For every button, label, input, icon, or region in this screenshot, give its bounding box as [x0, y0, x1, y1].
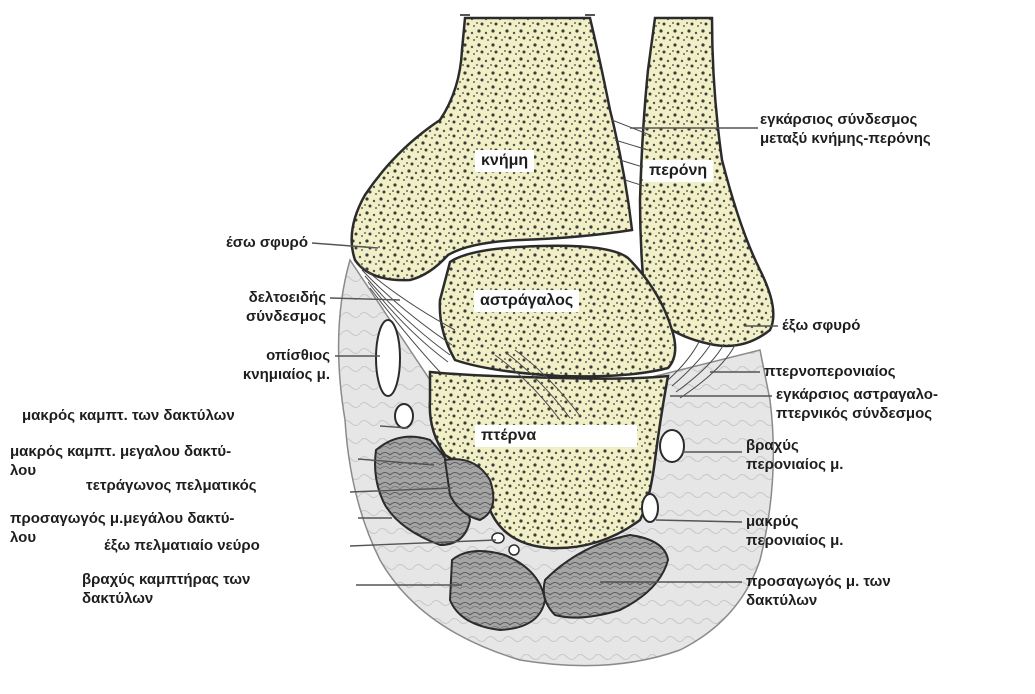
- peroneus-longus-label: μακρύς περονιαίος μ.: [746, 512, 843, 550]
- calcaneofibular-line-1: πτερνοπερονιαίος: [764, 362, 896, 381]
- talus-label: αστράγαλος: [474, 290, 579, 312]
- peroneus-longus-line-2: περονιαίος μ.: [746, 531, 843, 550]
- interosseous-ligament-line-2: μεταξύ κνήμης-περόνης: [760, 129, 931, 148]
- tibia-label: κνήμη: [475, 150, 534, 172]
- deltoid-ligament-line-2: σύνδεσμος: [120, 307, 326, 326]
- tibialis-posterior-tendon: [376, 320, 400, 396]
- calcaneofibular-label: πτερνοπερονιαίος: [764, 362, 896, 381]
- fdb-line-2: δακτύλων: [82, 589, 250, 608]
- deltoid-ligament-line-1: δελτοειδής: [120, 288, 326, 307]
- medial-malleolus-label: έσω σφυρό: [150, 233, 308, 252]
- peroneus-brevis-line-1: βραχύς: [746, 436, 843, 455]
- calcaneus-label: πτέρνα: [475, 425, 637, 447]
- fibula-label: περόνη: [643, 160, 713, 182]
- tibialis-posterior-line-2: κνημιαίος μ.: [120, 365, 330, 384]
- flexor-hallucis-longus-label: μακρός καμπτ. μεγαλου δακτύ- λου: [10, 442, 231, 480]
- medial-malleolus-line-1: έσω σφυρό: [150, 233, 308, 252]
- flexor-digitorum-longus-label: μακρός καμπτ. των δακτύλων: [22, 406, 235, 425]
- fhl-line-1: μακρός καμπτ. μεγαλου δακτύ-: [10, 442, 231, 461]
- interosseous-ligament-label: εγκάρσιος σύνδεσμος μεταξύ κνήμης-περόνη…: [760, 110, 931, 148]
- flexor-digitorum-brevis-label: βραχύς καμπτήρας των δακτύλων: [82, 570, 250, 608]
- peroneus-brevis-tendon: [660, 430, 684, 462]
- talocalcaneal-label: εγκάρσιος αστραγαλο- πτερνικός σύνδεσμος: [776, 385, 938, 423]
- leader-deltoid: [330, 298, 400, 300]
- abductor-hallucis-line-1: προσαγωγός μ.μεγάλου δακτύ-: [10, 509, 234, 528]
- abductor-digiti-line-1: προσαγωγός μ. των: [746, 572, 891, 591]
- lateral-plantar-nerve-line-1: έξω πελματιαίο νεύρο: [104, 536, 260, 555]
- peroneus-brevis-label: βραχύς περονιαίος μ.: [746, 436, 843, 474]
- peroneus-longus-line-1: μακρύς: [746, 512, 843, 531]
- quadratus-plantae-label: τετράγωνος πελματικός: [86, 476, 257, 495]
- fdb-line-1: βραχύς καμπτήρας των: [82, 570, 250, 589]
- talocalcaneal-line-1: εγκάρσιος αστραγαλο-: [776, 385, 938, 404]
- lateral-malleolus-line-1: έξω σφυρό: [782, 316, 860, 335]
- plantar-vessel: [509, 545, 519, 555]
- talocalcaneal-line-2: πτερνικός σύνδεσμος: [776, 404, 938, 423]
- fibula-bone: [640, 18, 773, 346]
- abductor-digiti-label: προσαγωγός μ. των δακτύλων: [746, 572, 891, 610]
- lateral-plantar-nerve-label: έξω πελματιαίο νεύρο: [104, 536, 260, 555]
- flexor-digitorum-longus-tendon: [395, 404, 413, 428]
- peroneus-longus-tendon: [642, 494, 658, 522]
- interosseous-ligament-line-1: εγκάρσιος σύνδεσμος: [760, 110, 931, 129]
- plantar-nerve-vessel: [492, 533, 504, 543]
- lateral-malleolus-label: έξω σφυρό: [782, 316, 860, 335]
- quadratus-plantae-line-1: τετράγωνος πελματικός: [86, 476, 257, 495]
- abductor-digiti-line-2: δακτύλων: [746, 591, 891, 610]
- fdl-line-1: μακρός καμπτ. των δακτύλων: [22, 406, 235, 425]
- deltoid-ligament-label: δελτοειδής σύνδεσμος: [120, 288, 326, 326]
- tibialis-posterior-label: οπίσθιος κνημιαίος μ.: [120, 346, 330, 384]
- peroneus-brevis-line-2: περονιαίος μ.: [746, 455, 843, 474]
- tibialis-posterior-line-1: οπίσθιος: [120, 346, 330, 365]
